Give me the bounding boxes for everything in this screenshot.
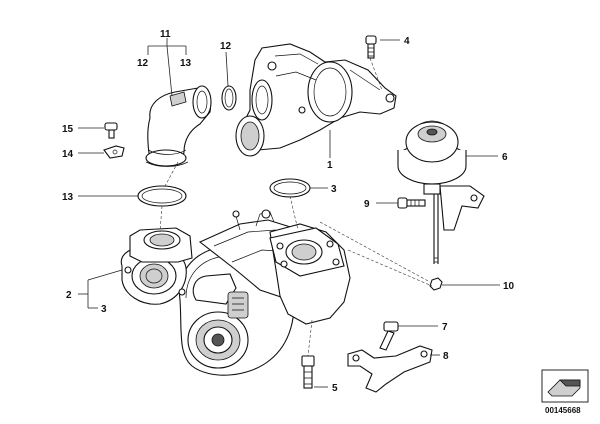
wastegate-actuator bbox=[397, 120, 485, 264]
callout-7: 7 bbox=[442, 322, 448, 333]
callout-10: 10 bbox=[503, 281, 515, 292]
thumbnail-box bbox=[541, 369, 589, 403]
callout-2: 2 bbox=[66, 290, 72, 301]
callout-4: 4 bbox=[404, 36, 410, 47]
intake-elbow-hose bbox=[145, 85, 212, 167]
callout-13-top: 13 bbox=[180, 58, 192, 69]
callout-6: 6 bbox=[502, 152, 508, 163]
callout-3-left: 3 bbox=[101, 304, 107, 315]
callout-5: 5 bbox=[332, 383, 338, 394]
callout-8: 8 bbox=[443, 351, 449, 362]
callout-12-right: 12 bbox=[220, 41, 232, 52]
hose-clip bbox=[103, 145, 125, 159]
support-bracket bbox=[347, 345, 433, 393]
callout-13-left: 13 bbox=[62, 192, 74, 203]
gasket-middle bbox=[269, 178, 311, 198]
callout-labels: 11 12 13 12 4 15 14 1 6 13 3 9 10 2 3 7 … bbox=[62, 29, 515, 394]
callout-9: 9 bbox=[364, 199, 370, 210]
callout-3-right: 3 bbox=[331, 184, 337, 195]
assembly-guide-lines bbox=[159, 57, 433, 357]
callout-11: 11 bbox=[160, 29, 171, 40]
intake-pipe bbox=[235, 43, 397, 157]
document-number: 00145668 bbox=[545, 406, 581, 415]
stud-bolt bbox=[301, 355, 315, 389]
bolt-small bbox=[104, 122, 118, 139]
callout-12-left: 12 bbox=[137, 58, 149, 69]
o-ring-upper bbox=[221, 85, 237, 111]
leader-lines bbox=[78, 38, 500, 388]
bolt-actuator bbox=[397, 197, 426, 209]
callout-15: 15 bbox=[62, 124, 74, 135]
nut bbox=[429, 277, 443, 291]
turbocharger bbox=[120, 209, 351, 376]
gasket-ring-left bbox=[137, 185, 187, 207]
bolt-lower bbox=[379, 321, 399, 351]
callout-1: 1 bbox=[327, 160, 333, 171]
bolt-upper bbox=[365, 35, 377, 59]
callout-14: 14 bbox=[62, 149, 74, 160]
